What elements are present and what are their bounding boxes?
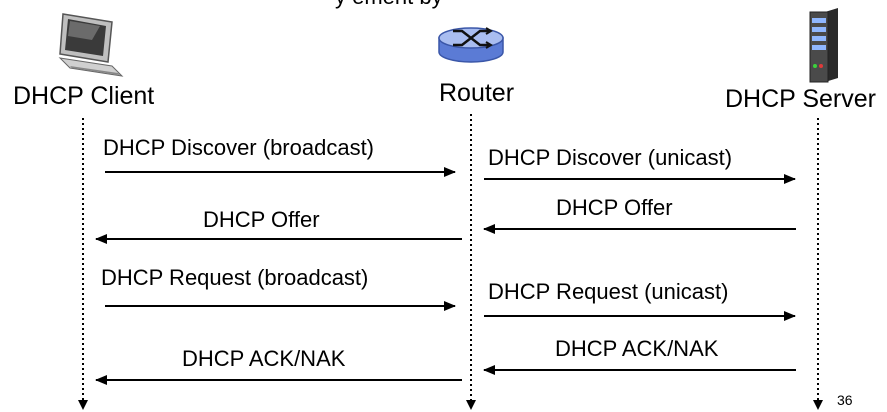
- server-lifeline-arrowhead: [813, 400, 823, 410]
- page-number: 36: [837, 392, 853, 408]
- server-tower-icon: [809, 8, 838, 83]
- msg-offer-left: DHCP Offer: [203, 207, 320, 232]
- router-icon: [438, 27, 504, 63]
- msg-request-broadcast: DHCP Request (broadcast): [101, 265, 369, 290]
- msg-offer-right: DHCP Offer: [556, 195, 673, 220]
- router-lifeline-arrowhead: [466, 400, 476, 410]
- clipped-header-text: y ement by: [335, 0, 443, 8]
- msg-discover-unicast: DHCP Discover (unicast): [488, 145, 733, 170]
- client-lifeline-arrowhead: [78, 400, 88, 410]
- server-label: DHCP Server: [725, 85, 876, 113]
- msg-ack-right: DHCP ACK/NAK: [555, 336, 719, 361]
- msg-discover-broadcast: DHCP Discover (broadcast): [103, 135, 375, 160]
- msg-request-unicast: DHCP Request (unicast): [488, 279, 729, 304]
- desktop-computer-icon: [58, 13, 124, 77]
- client-label: DHCP Client: [13, 82, 155, 110]
- msg-ack-left: DHCP ACK/NAK: [182, 346, 346, 371]
- router-label: Router: [439, 79, 515, 107]
